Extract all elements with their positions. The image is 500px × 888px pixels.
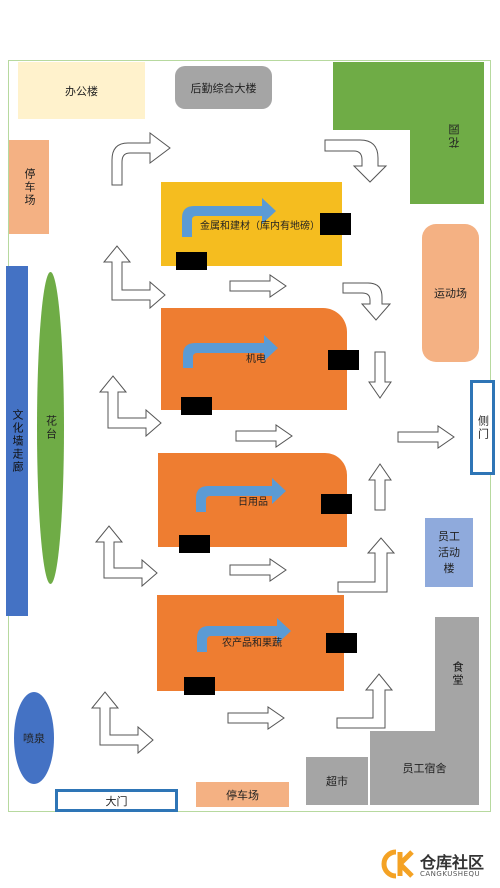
curved-arrow-top-left bbox=[111, 132, 171, 186]
corner-arrow-left-3 bbox=[94, 525, 158, 588]
up-arrow-right bbox=[368, 463, 392, 511]
redaction-block bbox=[181, 397, 212, 415]
staff-activity-building: 员工活动楼 bbox=[425, 518, 473, 587]
down-arrow-right bbox=[368, 351, 392, 399]
flow-arrow-metal bbox=[182, 198, 276, 237]
flow-arrow-electro bbox=[183, 335, 278, 368]
canteen: 食堂 bbox=[435, 617, 479, 731]
right-arrow-row-2 bbox=[235, 424, 293, 448]
redaction-block bbox=[328, 350, 359, 370]
curved-arrow-right-1 bbox=[342, 282, 392, 321]
logo-main-text: 仓库社区 bbox=[420, 853, 485, 872]
corner-arrow-right-2 bbox=[336, 673, 394, 729]
logistics-building: 后勤综合大楼 bbox=[175, 66, 272, 109]
curved-arrow-top-right bbox=[324, 139, 388, 183]
flow-arrow-daily bbox=[196, 478, 286, 512]
redaction-block bbox=[320, 213, 351, 235]
logo-icon bbox=[381, 849, 414, 879]
flow-arrow-agri bbox=[197, 618, 291, 652]
corner-arrow-right-1 bbox=[337, 537, 396, 593]
redaction-block bbox=[176, 252, 207, 270]
corner-arrow-left-2 bbox=[98, 375, 162, 438]
side-gate[interactable]: 侧门 bbox=[470, 380, 495, 475]
zone-agri-label: 农产品和果蔬 bbox=[222, 637, 282, 649]
corner-arrow-left-1 bbox=[102, 245, 166, 310]
logo-sub-text: CANGKUSHEQU bbox=[420, 870, 481, 878]
zone-daily-label: 日用品 bbox=[238, 496, 268, 508]
zone-daily-goods bbox=[158, 453, 347, 547]
parking-left: 停车场 bbox=[9, 140, 49, 234]
redaction-block bbox=[321, 494, 352, 514]
corner-arrow-left-4 bbox=[90, 691, 154, 755]
staff-activity-label: 员工活动楼 bbox=[438, 529, 460, 575]
watermark-logo: 仓库社区 CANGKUSHEQU bbox=[378, 846, 496, 884]
parking-bottom: 停车场 bbox=[196, 782, 289, 807]
right-arrow-row-3 bbox=[229, 558, 287, 582]
redaction-block bbox=[179, 535, 210, 553]
staff-dormitory: 员工宿舍 bbox=[370, 731, 479, 805]
zone-electro-label: 机电 bbox=[246, 353, 266, 365]
right-arrow-row-4 bbox=[227, 706, 285, 730]
right-arrow-side-gate bbox=[397, 425, 455, 449]
fountain: 喷泉 bbox=[14, 692, 54, 784]
redaction-block bbox=[184, 677, 215, 695]
main-gate[interactable]: 大门 bbox=[55, 789, 178, 812]
culture-wall-corridor: 文化墙走廊 bbox=[6, 266, 28, 616]
right-arrow-row-1 bbox=[229, 274, 287, 298]
supermarket: 超市 bbox=[306, 757, 368, 805]
sports-field: 运动场 bbox=[422, 224, 479, 362]
zone-agricultural-produce bbox=[157, 595, 344, 691]
redaction-block bbox=[326, 633, 357, 653]
flower-platform: 花台 bbox=[37, 272, 64, 584]
office-building: 办公楼 bbox=[18, 62, 145, 119]
zone-metal-label: 金属和建材（库内有地磅） bbox=[200, 220, 320, 232]
